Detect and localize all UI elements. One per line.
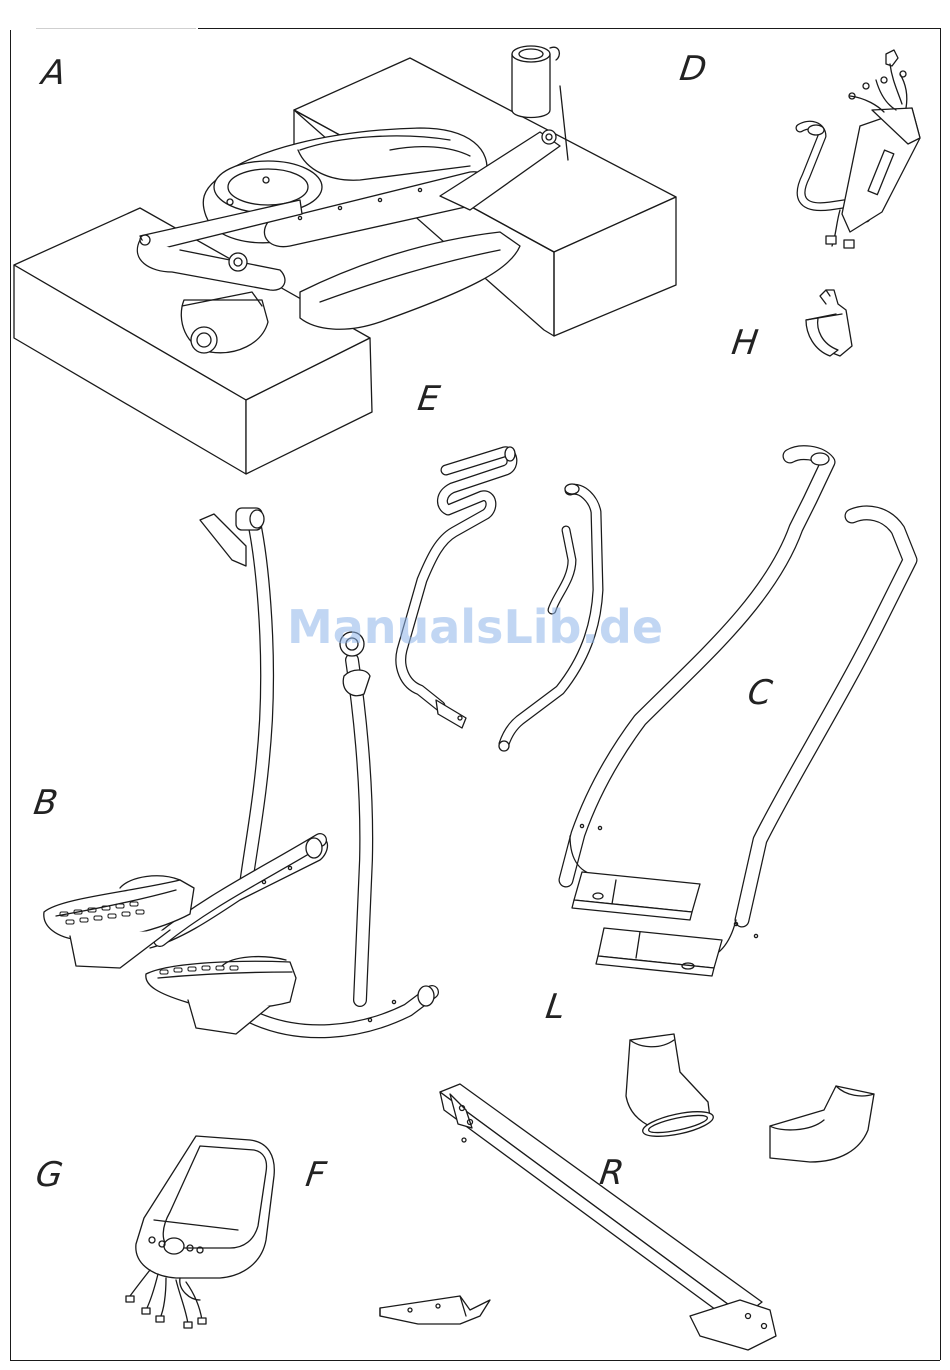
label-f: F xyxy=(304,1158,328,1192)
part-f-bracket xyxy=(380,1296,490,1324)
part-r-stabilizer-tube xyxy=(440,1084,776,1350)
part-e-hand-rails xyxy=(401,447,598,751)
part-c-rear-legs xyxy=(566,453,910,976)
label-a: A xyxy=(40,56,68,90)
label-r: R xyxy=(598,1156,626,1190)
part-a-main-frame xyxy=(14,46,676,474)
part-l-end-caps xyxy=(626,1034,874,1162)
part-h-bottle-holder xyxy=(806,290,852,356)
watermark-text: ManualsLib.de xyxy=(0,604,950,650)
label-h: H xyxy=(730,326,760,360)
part-b-pedal-arms xyxy=(44,508,434,1034)
label-b: B xyxy=(32,786,60,820)
label-d: D xyxy=(678,52,709,86)
label-g: G xyxy=(34,1158,65,1192)
part-g-console xyxy=(126,1136,274,1328)
label-c: C xyxy=(746,676,775,710)
part-d-handlebar-console-mount xyxy=(800,50,920,248)
